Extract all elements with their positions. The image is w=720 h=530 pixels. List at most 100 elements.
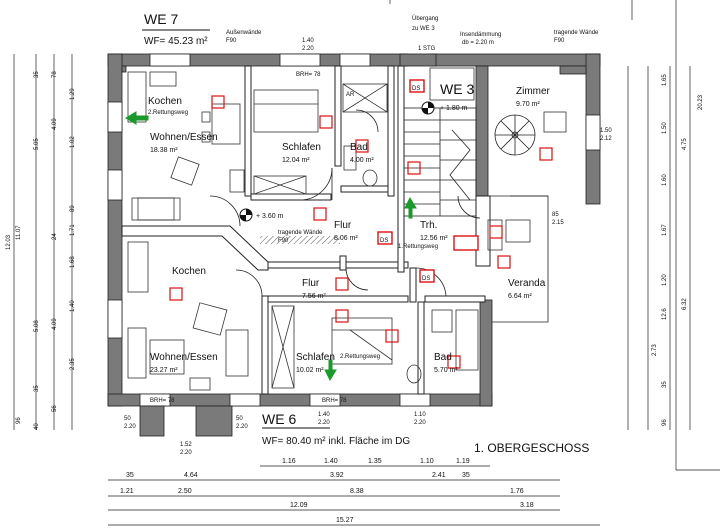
dim-label: 12.6 [662,308,668,320]
dim-label: 1.50 [600,128,612,134]
dim-label: 1.02 [70,136,76,148]
room-area: 4.00 m² [350,157,374,164]
dim-label: 1.10 [414,412,426,418]
dim-label: 35 [34,385,40,392]
dim-label: 4.09 [52,318,58,330]
dim-label: 2.41 [432,472,446,479]
room-name: Schlafen [296,352,335,363]
note: 2.Rettungsweg [148,110,188,116]
note: 1.Rettungsweg [398,244,438,250]
dim-label: 1.67 [662,224,668,236]
dim-label: 1.40 [324,458,338,465]
we3-title: WE 3 [440,81,474,97]
room-area: 12.04 m² [282,157,310,164]
dim-label: 1.35 [368,458,382,465]
dim-label: 2.12 [600,136,612,142]
left-dims: 35 78 1.29 4.09 1.02 5.05 1.71 89 24 1.6… [6,71,76,430]
note: BRH= 78 [322,398,347,404]
dim-label: 35 [34,71,40,78]
note: zu WE 3 [412,26,435,32]
room-name: Trh. [420,220,437,231]
ds-label: DS [412,86,420,92]
dim-label: 1.76 [510,488,524,495]
smoke-detector-icons [169,95,553,369]
dim-label: 1.29 [70,88,76,100]
note: 1 STG [418,46,436,52]
dimension-lines [13,0,720,526]
dim-label: 2.35 [70,358,76,370]
dim-label: 35 [126,472,134,479]
note: F90 [554,38,565,44]
veranda [490,195,549,323]
dim-label: 1.52 [180,442,192,448]
dim-label: 1.50 [662,122,668,134]
dim-label: 1.65 [662,74,668,86]
dim-label: 5.05 [34,138,40,150]
dim-label: 2.50 [178,488,192,495]
dim-label: 2.20 [180,450,192,456]
dim-label: 40 [34,423,40,430]
note: AR [346,92,355,98]
room-area: 10.02 m² [296,367,324,374]
interior-walls [121,65,491,395]
note: Insendämmung [460,32,501,38]
room-area: 8.06 m² [334,235,358,242]
spiral-stair [494,114,536,156]
dim-label: 1.21 [120,488,134,495]
ds-label: DS [380,238,388,244]
room-area: 18.38 m² [150,147,178,154]
dim-label: 5.08 [34,320,40,332]
dim-label: 1.40 [302,38,314,44]
escape-arrow-icons [125,111,417,382]
dim-label: 8.38 [350,488,364,495]
dim-label: 12.03 [6,234,12,250]
note: tragende Wände [278,230,323,236]
room-area: 5.70 m² [434,367,458,374]
room-area: 7.56 m² [302,293,326,300]
ds-label: DS [422,276,430,282]
labels: WE 7 WF= 45.23 m² WE 3 WE 6 WF= 80.40 m²… [6,11,704,524]
room-name: Kochen [172,266,206,277]
dim-label: 85 [552,212,559,218]
level-marker-icons [239,101,435,222]
floor-label: 1. OBERGESCHOSS [474,441,589,455]
dim-label: 2.20 [414,420,426,426]
dim-label: 89 [70,205,76,212]
note: Außenwände [226,30,262,36]
dim-label: 35 [462,472,470,479]
dim-label: 2.73 [652,344,658,356]
dim-label: 24 [52,233,58,240]
note: F90 [278,238,289,244]
ds-boxes [377,79,479,283]
dim-label: 1.71 [70,224,76,236]
note: BRH= 78 [150,398,175,404]
note: 2.Rettungsweg [340,354,380,360]
dim-label: 1.19 [456,458,470,465]
note: + 1.80 m [440,105,468,112]
room-name: Veranda [508,278,546,289]
room-name: Flur [302,278,320,289]
staircase [403,107,477,217]
dim-label: 2.20 [302,46,314,52]
room-name: Zimmer [516,86,551,97]
dim-label: 1.68 [70,256,76,268]
dim-label: 1.10 [420,458,434,465]
dim-label: 4.75 [682,138,688,150]
dim-label: 4.09 [52,118,58,130]
note: + 3.60 m [256,213,284,220]
room-name: Wohnen/Essen [150,132,218,143]
dim-label: 15.27 [336,517,354,524]
dim-label: 1.16 [282,458,296,465]
dim-label: 3.92 [330,472,344,479]
dim-label: 96 [662,419,668,426]
wall-steps [121,53,587,437]
dim-label: 1.40 [70,300,76,312]
dim-label: 12.09 [290,502,308,509]
note: db = 2.20 m [462,40,494,46]
we7-area: WF= 45.23 m² [144,36,208,47]
doors [209,109,481,297]
dim-label: 20.23 [698,94,704,110]
note: F90 [226,38,237,44]
room-area: 9.70 m² [516,101,540,108]
dim-label: 56 [52,405,58,412]
